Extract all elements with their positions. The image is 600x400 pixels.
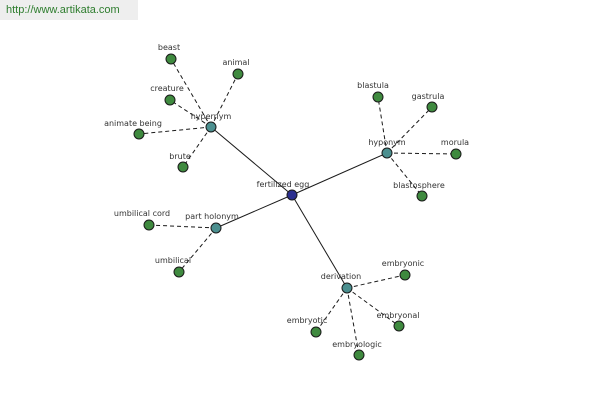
label-animate-being[interactable]: animate being bbox=[104, 119, 162, 128]
label-gastrula[interactable]: gastrula bbox=[412, 92, 445, 101]
edge-derivation-embryologic bbox=[346, 287, 360, 356]
node-umbilical[interactable] bbox=[173, 266, 185, 278]
node-gastrula[interactable] bbox=[426, 101, 438, 113]
node-animal[interactable] bbox=[232, 68, 244, 80]
label-embryologic[interactable]: embryologic bbox=[332, 340, 382, 349]
label-animal[interactable]: animal bbox=[222, 58, 249, 67]
edge-derivation-embryotic bbox=[315, 287, 348, 333]
label-center[interactable]: fertilized egg bbox=[257, 180, 310, 189]
node-beast[interactable] bbox=[165, 53, 177, 65]
node-umbilical-cord[interactable] bbox=[143, 219, 155, 231]
edge-hyponym-gastrula bbox=[386, 106, 433, 154]
node-morula[interactable] bbox=[450, 148, 462, 160]
edge-hypernym-animate-being bbox=[138, 126, 212, 135]
node-embryotic[interactable] bbox=[310, 326, 322, 338]
label-beast[interactable]: beast bbox=[158, 43, 180, 52]
node-blastosphere[interactable] bbox=[416, 190, 428, 202]
edge-center-derivation bbox=[291, 194, 348, 289]
edge-derivation-embryonal bbox=[346, 287, 400, 327]
label-hypernym[interactable]: hypernym bbox=[191, 112, 232, 121]
node-blastula[interactable] bbox=[372, 91, 384, 103]
node-animate-being[interactable] bbox=[133, 128, 145, 140]
node-part-holonym[interactable] bbox=[210, 222, 222, 234]
node-creature[interactable] bbox=[164, 94, 176, 106]
label-embryonal[interactable]: embryonal bbox=[377, 311, 420, 320]
label-embryonic[interactable]: embryonic bbox=[382, 259, 424, 268]
edge-part-holonym-umbilical-cord bbox=[148, 224, 217, 229]
label-morula[interactable]: morula bbox=[441, 138, 469, 147]
edge-hyponym-blastula bbox=[377, 96, 388, 154]
label-umbilical-cord[interactable]: umbilical cord bbox=[114, 209, 170, 218]
edge-center-part-holonym bbox=[215, 194, 293, 229]
edge-hypernym-beast bbox=[170, 58, 212, 128]
edge-derivation-embryonic bbox=[346, 274, 406, 289]
edge-hyponym-morula bbox=[386, 152, 457, 155]
edge-hypernym-animal bbox=[210, 73, 239, 128]
node-embryologic[interactable] bbox=[353, 349, 365, 361]
label-hyponym[interactable]: hyponym bbox=[368, 138, 406, 147]
node-center[interactable] bbox=[286, 189, 298, 201]
label-part-holonym[interactable]: part holonym bbox=[185, 212, 239, 221]
node-hypernym[interactable] bbox=[205, 121, 217, 133]
edge-part-holonym-umbilical bbox=[178, 227, 217, 273]
edge-center-hypernym bbox=[210, 126, 293, 196]
node-embryonic[interactable] bbox=[399, 269, 411, 281]
label-umbilical[interactable]: umbilical bbox=[155, 256, 191, 265]
label-embryotic[interactable]: embryotic bbox=[287, 316, 327, 325]
edge-center-hyponym bbox=[291, 152, 388, 196]
label-creature[interactable]: creature bbox=[150, 84, 184, 93]
label-brute[interactable]: brute bbox=[169, 152, 191, 161]
label-derivation[interactable]: derivation bbox=[321, 272, 361, 281]
edge-hypernym-creature bbox=[169, 99, 212, 128]
node-embryonal[interactable] bbox=[393, 320, 405, 332]
edge-hyponym-blastosphere bbox=[386, 152, 423, 197]
node-brute[interactable] bbox=[177, 161, 189, 173]
label-blastula[interactable]: blastula bbox=[357, 81, 389, 90]
edge-hypernym-brute bbox=[182, 126, 212, 168]
label-blastosphere[interactable]: blastosphere bbox=[393, 181, 445, 190]
watermark-url: http://www.artikata.com bbox=[0, 0, 138, 20]
node-derivation[interactable] bbox=[341, 282, 353, 294]
node-hyponym[interactable] bbox=[381, 147, 393, 159]
